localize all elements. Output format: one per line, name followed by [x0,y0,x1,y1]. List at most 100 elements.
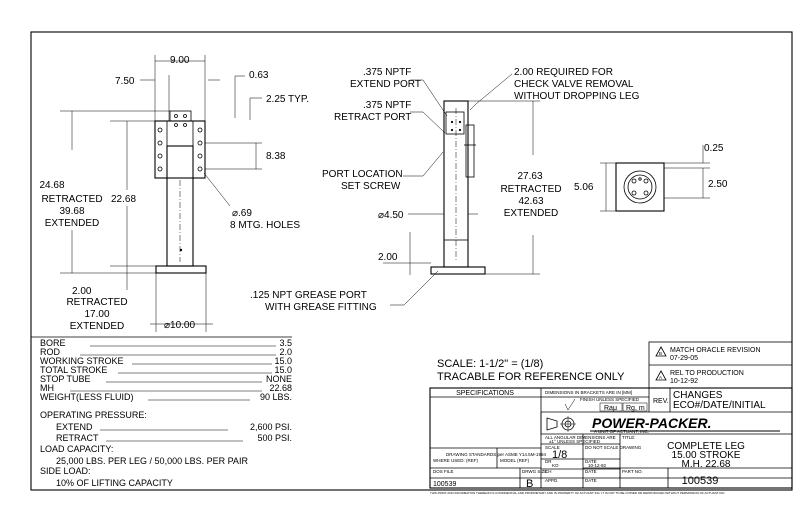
dim-2-00-side: 2.00 [378,252,398,263]
extend-value: 2,600 PSI. [250,422,292,432]
rev-mark-b: B [659,351,662,356]
side-load-title: SIDE LOAD: [40,466,91,476]
trace-note: TRACABLE FOR REFERENCE ONLY [437,371,625,383]
side-foot [430,266,486,275]
title-block: B A MATCH ORACLE REVISION 07-29-05 REL T… [429,341,793,490]
spec-value: 90 LBS. [260,392,292,402]
appd-label: APPD. [545,478,559,483]
dwg-size-label: DRWG SIZE [522,469,547,474]
title-line-3: M.H. 22.68 [682,459,731,470]
part-no-label: PART NO. [622,469,643,474]
side-view [383,73,540,306]
model-ref: MODEL (REF) [500,458,530,463]
title-line-1: COMPLETE LEG [667,441,745,452]
rev-mark-a: A [659,375,662,380]
dim-7-50: 7.50 [115,76,135,87]
changes-label: CHANGES [673,390,723,401]
spec-value: 15.0 [274,365,292,375]
spec-value: NONE [266,374,292,384]
dim-0-25: 0.25 [704,143,724,154]
top-view [600,145,710,212]
dim-extended-side: EXTENDED [504,208,558,219]
extend-port-size: .375 NPTF [363,67,411,78]
spec-label: STOP TUBE [40,374,91,384]
top-plate [615,162,665,212]
grease-port: .125 NPT GREASE PORT [250,290,367,301]
side-load-value: 10% OF LIFTING CAPACITY [56,478,173,488]
port-location: PORT LOCATION [322,169,403,180]
spec-label: WEIGHT(LESS FLUID) [40,392,134,402]
eco-label: ECO#/DATE/INITIAL [673,400,766,411]
dim-retracted-bottom: RETRACTED [66,297,127,308]
extend-label: EXTEND [56,422,93,432]
date-label: DATE [585,459,597,464]
finish-rg: Rg, m [626,405,645,412]
dim-27-63: 27.63 [517,171,542,182]
holes-note: 8 MTG. HOLES [230,220,300,231]
retract-port-label: RETRACT PORT [334,112,411,123]
dim-extended-bottom: EXTENDED [70,321,124,332]
dos-file-label: DOS FILE [433,469,454,474]
finish-note: FINISH UNLESS SPECIFIED [580,397,640,402]
dim-8-38: 8.38 [266,151,286,162]
dim-2-00-bottom: 2.00 [72,286,92,297]
side-view-labels: .375 NPTF EXTEND PORT .375 NPTF RETRACT … [250,67,640,313]
rev2-date: 10-12-92 [670,378,698,385]
drawing-border [30,31,793,491]
spec-label: BORE [40,338,66,348]
dim-9-00: 9.00 [170,55,190,66]
dims-note: DIMENSIONS IN BRACKETS ARE IN [MM] [545,390,632,395]
part-no-value: 100539 [682,475,719,487]
date-label-2: DATE [585,469,597,474]
front-view [60,55,262,332]
dim-39-68: 39.68 [59,206,84,217]
rev-label: REV. [653,398,669,405]
rev1-date: 07-29-05 [670,355,698,362]
check-valve-l1: 2.00 REQUIRED FOR [514,67,613,78]
title-label: TITLE: [622,435,636,440]
title-line-2: 15.00 STROKE [672,450,741,461]
scale-note: SCALE: 1-1/2" = (1/8) [437,358,543,370]
dim-0-63: 0.63 [249,70,269,81]
dim-4-50: ⌀4.50 [378,210,404,221]
spec-value: 2.0 [279,347,292,357]
date-label-3: DATE [585,478,597,483]
spec-label: MH [40,383,54,393]
front-bracket [154,120,206,179]
confidential-note: THIS PRINT AND INFORMATION THEREON IS CO… [430,491,726,495]
specs-list: BORE 3.5 ROD 2.0 WORKING STROKE 15.0 TOT… [40,338,292,488]
spec-value: 15.0 [274,356,292,366]
dim-17-00: 17.00 [84,309,109,320]
dim-22-68: 22.68 [111,194,136,205]
dim-retracted-side: RETRACTED [500,184,561,195]
dim-hole-dia: ⌀.69 [232,208,252,219]
grease-fitting: WITH GREASE FITTING [265,302,377,313]
dim-extended: EXTENDED [45,218,99,229]
logo-subtitle: A UNIT OF ACTUANT, INC. [594,429,649,434]
dim-retracted: RETRACTED [41,194,102,205]
retract-value: 500 PSI. [257,433,292,443]
rev1-text: MATCH ORACLE REVISION [670,347,761,354]
operating-title: OPERATING PRESSURE: [40,410,147,420]
power-packer-logo: POWER-PACKER. [592,415,712,431]
dim-2-25-typ: 2.25 TYP. [266,94,309,105]
angular-note-1: ALL ANGULAR DIMENSIONS ARE [545,435,616,440]
dim-42-63: 42.63 [518,196,543,207]
dos-file-value: 100539 [433,481,456,488]
set-screw: SET SCREW [341,181,401,192]
spec-value: 3.5 [279,338,292,348]
do-not-scale: DO NOT SCALE DRAWING [585,445,642,450]
rev2-text: REL TO PRODUCTION [670,370,744,377]
scale-label: SCALE [545,445,560,450]
dim-24-68: 24.68 [39,180,64,191]
top-view-labels: 0.25 2.50 5.06 [574,143,728,193]
check-valve-l3: WITHOUT DROPPING LEG [514,91,640,102]
dim-2-50: 2.50 [708,179,728,190]
front-view-labels: 9.00 7.50 0.63 2.25 TYP. 8.38 ⌀.69 8 MTG… [39,55,309,332]
drawing-standards: DRAWING STANDARDS per ASME Y14.5M-1994 [446,452,546,457]
extend-port-label: EXTEND PORT [350,79,421,90]
spec-label: ROD [40,347,61,357]
retract-label: RETRACT [56,433,99,443]
check-valve-l2: CHECK VALVE REMOVAL [514,79,634,90]
